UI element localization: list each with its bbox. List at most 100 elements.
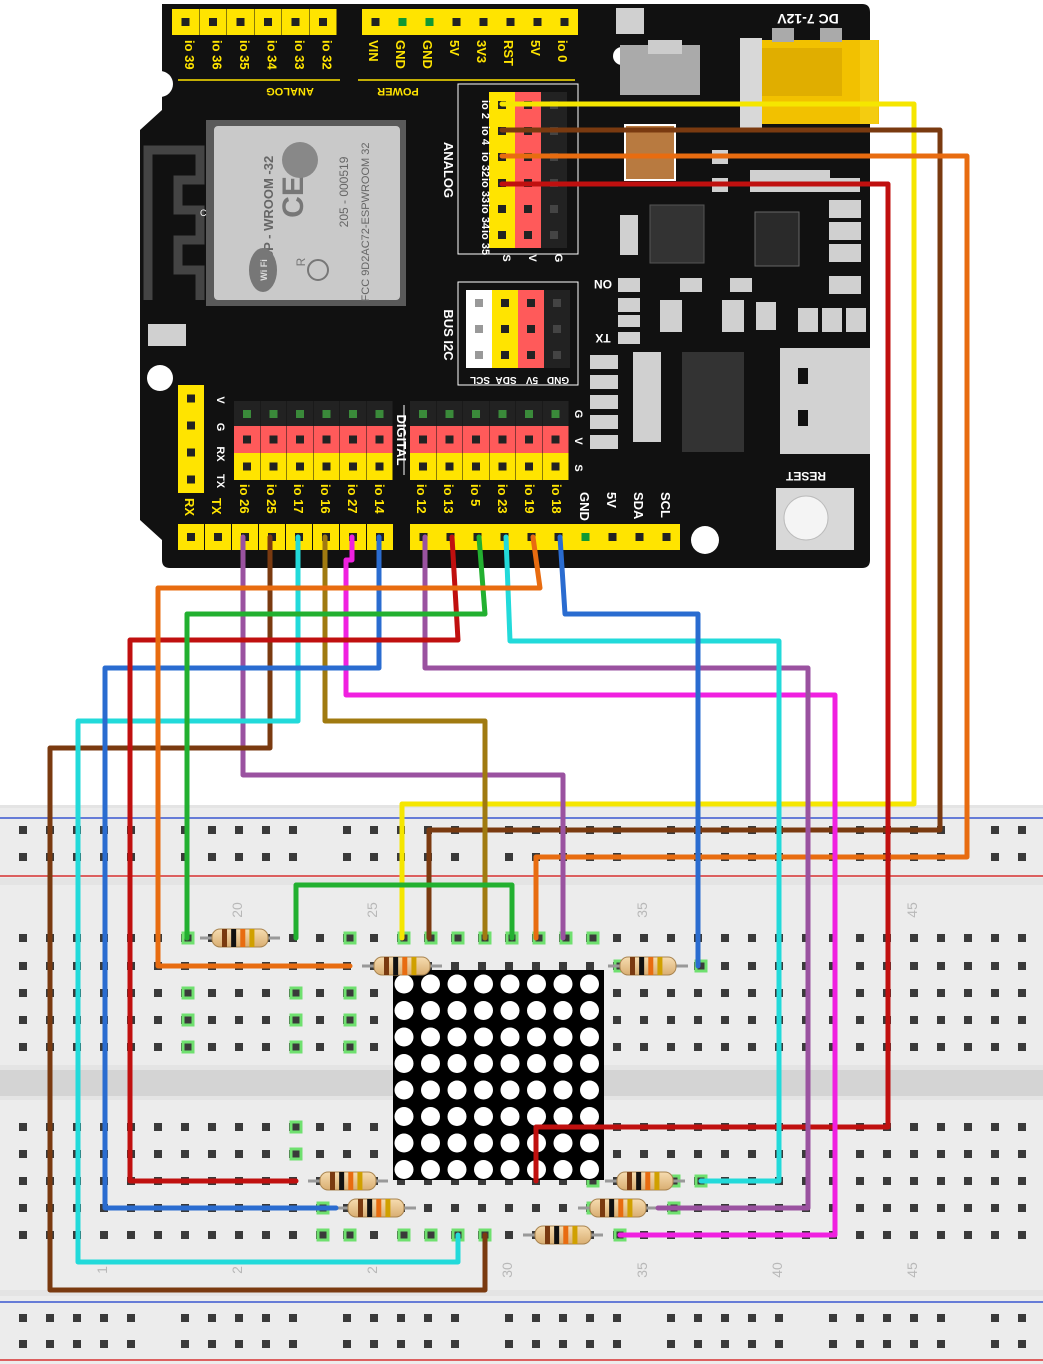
digital-gnd-pin[interactable] xyxy=(542,401,569,427)
i2c-pin[interactable] xyxy=(466,316,492,342)
analog-gnd-pin[interactable] xyxy=(541,222,567,248)
digital-signal-pin[interactable] xyxy=(340,453,366,480)
digital-vcc-pin[interactable] xyxy=(489,426,516,453)
digital-vcc-pin[interactable] xyxy=(287,426,313,453)
breadboard-hole xyxy=(262,826,270,834)
wire-io16[interactable] xyxy=(322,534,488,941)
wire-io27[interactable] xyxy=(343,534,838,1238)
digital-header-pin[interactable] xyxy=(572,524,599,550)
wire-io19[interactable] xyxy=(155,534,543,969)
digital-signal-pin[interactable] xyxy=(260,453,287,480)
wire-io2[interactable] xyxy=(399,101,917,941)
power-header-pin[interactable] xyxy=(443,9,470,35)
wire-io23[interactable] xyxy=(503,534,782,1184)
power-header-pin[interactable] xyxy=(416,9,443,35)
digital-gnd-pin[interactable] xyxy=(260,401,287,427)
digital-vcc-pin[interactable] xyxy=(542,426,569,453)
wire-io13[interactable] xyxy=(127,534,461,1184)
digital-vcc-pin[interactable] xyxy=(436,426,463,453)
analog-gnd-pin[interactable] xyxy=(541,196,567,222)
wire-io26[interactable] xyxy=(240,534,566,941)
digital-vcc-pin[interactable] xyxy=(366,426,393,453)
power-header-pin[interactable] xyxy=(524,9,551,35)
analog-header-pin[interactable] xyxy=(254,9,282,35)
digital-signal-pin[interactable] xyxy=(436,453,463,480)
i2c-pin[interactable] xyxy=(518,290,544,316)
i2c-pin[interactable] xyxy=(544,342,570,368)
digital-header-pin[interactable] xyxy=(599,524,626,550)
wire-io17[interactable] xyxy=(75,534,461,1265)
power-header-pin[interactable] xyxy=(551,9,578,35)
wire-io18[interactable] xyxy=(557,534,701,969)
i2c-pin[interactable] xyxy=(466,342,492,368)
analog-header-pin[interactable] xyxy=(199,9,227,35)
digital-signal-pin[interactable] xyxy=(287,453,313,480)
i2c-pin[interactable] xyxy=(466,290,492,316)
digital-signal-pin[interactable] xyxy=(489,453,516,480)
digital-header-pin[interactable] xyxy=(205,524,231,550)
i2c-pin[interactable] xyxy=(518,342,544,368)
digital-vcc-pin[interactable] xyxy=(234,426,260,453)
power-header-pin[interactable] xyxy=(362,9,389,35)
digital-vcc-pin[interactable] xyxy=(313,426,340,453)
led-dot xyxy=(500,1160,520,1179)
digital-gnd-pin[interactable] xyxy=(234,401,260,427)
wire-io4[interactable] xyxy=(426,127,943,941)
power-header-pin[interactable] xyxy=(470,9,497,35)
wire-io33[interactable] xyxy=(499,181,891,1184)
digital-vcc-pin[interactable] xyxy=(516,426,542,453)
digital-signal-pin[interactable] xyxy=(410,453,436,480)
breadboard-hole xyxy=(667,1340,675,1348)
digital-gnd-pin[interactable] xyxy=(410,401,436,427)
digital-gnd-pin[interactable] xyxy=(366,401,393,427)
analog-vcc-pin[interactable] xyxy=(515,196,541,222)
digital-header-pin[interactable] xyxy=(178,524,204,550)
i2c-pin[interactable] xyxy=(492,290,518,316)
analog-header-pin[interactable] xyxy=(309,9,337,35)
uart-pin[interactable] xyxy=(178,412,204,439)
analog-signal-pin[interactable] xyxy=(489,222,515,248)
analog-header-pin[interactable] xyxy=(172,9,199,35)
digital-vcc-pin[interactable] xyxy=(463,426,489,453)
digital-header-pin[interactable] xyxy=(653,524,680,550)
power-header-pin[interactable] xyxy=(389,9,416,35)
analog-signal-pin[interactable] xyxy=(489,196,515,222)
digital-gnd-pin[interactable] xyxy=(340,401,366,427)
uart-pin[interactable] xyxy=(178,385,204,412)
wire-io12[interactable] xyxy=(422,534,811,1211)
digital-signal-pin[interactable] xyxy=(463,453,489,480)
digital-gnd-pin[interactable] xyxy=(287,401,313,427)
analog-header-pin[interactable] xyxy=(227,9,254,35)
i2c-pin[interactable] xyxy=(518,316,544,342)
wire-io5[interactable] xyxy=(184,534,488,941)
digital-gnd-pin[interactable] xyxy=(436,401,463,427)
digital-header-pin[interactable] xyxy=(626,524,653,550)
digital-vcc-pin[interactable] xyxy=(260,426,287,453)
i2c-pin[interactable] xyxy=(492,316,518,342)
i2c-pin[interactable] xyxy=(492,342,518,368)
uart-pin[interactable] xyxy=(178,439,204,466)
uart-pin[interactable] xyxy=(178,466,204,493)
reset-button[interactable]: RESET xyxy=(776,469,854,550)
digital-gnd-pin[interactable] xyxy=(463,401,489,427)
breadboard-hole xyxy=(991,1123,999,1131)
i2c-pin[interactable] xyxy=(544,316,570,342)
wire-jumper-green[interactable] xyxy=(293,882,515,941)
digital-signal-pin[interactable] xyxy=(366,453,393,480)
digital-gnd-pin[interactable] xyxy=(313,401,340,427)
i2c-pin[interactable] xyxy=(544,290,570,316)
digital-signal-pin[interactable] xyxy=(313,453,340,480)
analog-vcc-pin[interactable] xyxy=(515,222,541,248)
digital-gnd-pin[interactable] xyxy=(516,401,542,427)
power-header-pin[interactable] xyxy=(497,9,524,35)
wire-io14[interactable] xyxy=(102,534,382,1211)
analog-header-pin[interactable] xyxy=(282,9,309,35)
wire-io25[interactable] xyxy=(47,534,488,1293)
digital-signal-pin[interactable] xyxy=(516,453,542,480)
wire-io32[interactable] xyxy=(499,153,970,941)
digital-signal-pin[interactable] xyxy=(234,453,260,480)
digital-vcc-pin[interactable] xyxy=(410,426,436,453)
digital-gnd-pin[interactable] xyxy=(489,401,516,427)
digital-signal-pin[interactable] xyxy=(542,453,569,480)
digital-vcc-pin[interactable] xyxy=(340,426,366,453)
